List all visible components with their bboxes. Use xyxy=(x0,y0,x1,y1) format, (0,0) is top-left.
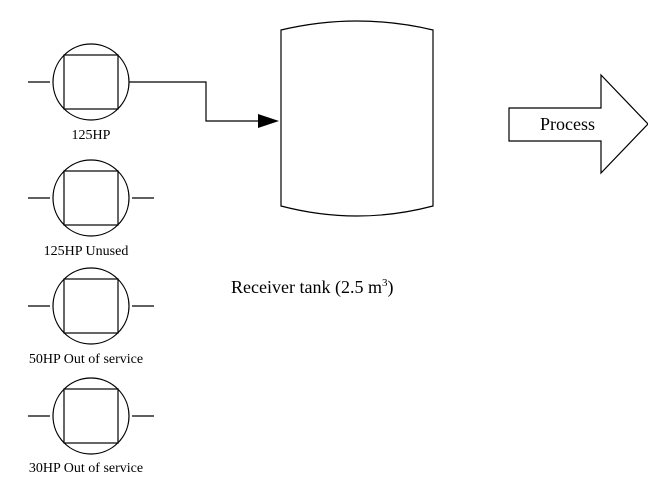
compressor-square-icon xyxy=(63,388,119,444)
compressor-circle-icon xyxy=(52,267,130,345)
process-label: Process xyxy=(540,114,595,134)
compressor-circle-icon xyxy=(52,377,130,455)
compressor-square-icon xyxy=(63,54,119,110)
pipe-connector xyxy=(129,81,260,122)
compressor-circle-icon xyxy=(52,159,130,237)
compressor-50hp: 50HP Out of service xyxy=(28,267,154,367)
receiver-tank-shape xyxy=(280,20,434,217)
compressor-125hp: 125HP xyxy=(28,43,130,143)
compressor-125hp-unused: 125HP Unused xyxy=(28,159,154,259)
process-arrow-shape xyxy=(508,73,648,175)
compressor-label: 50HP Out of service xyxy=(29,352,143,367)
compressor-square-icon xyxy=(63,170,119,226)
compressor-label: 125HP Unused xyxy=(44,244,129,259)
arrow-head-icon xyxy=(258,114,279,128)
compressor-label: 30HP Out of service xyxy=(29,461,143,476)
compressor-30hp: 30HP Out of service xyxy=(28,377,154,476)
compressor-square-icon xyxy=(63,278,119,334)
receiver-tank-label: Receiver tank (2.5 m3) xyxy=(231,277,393,298)
compressor-label: 125HP xyxy=(72,128,111,143)
